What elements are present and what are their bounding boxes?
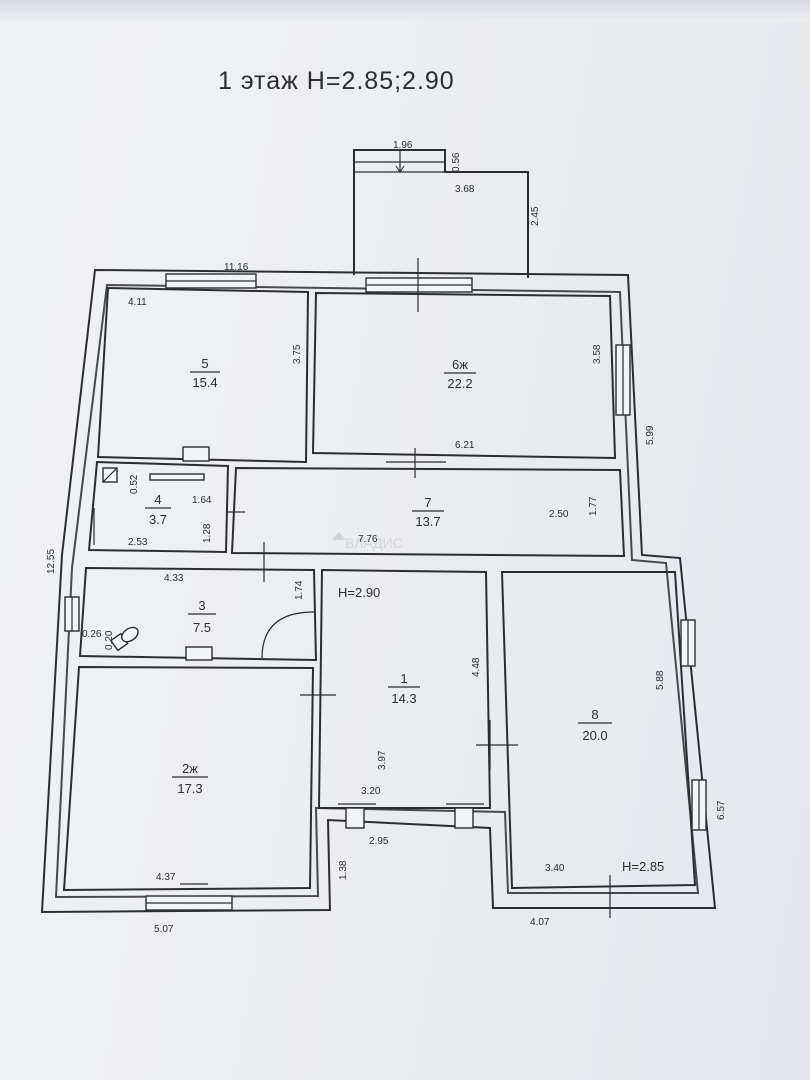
- plan-title: 1 этаж H=2.85;2.90: [218, 67, 455, 95]
- sheet-top-edge: [0, 0, 810, 22]
- svg-text:1: 1: [400, 671, 407, 686]
- room-6-label: 6ж 22.2: [444, 357, 476, 391]
- height-room-1: H=2.90: [338, 585, 380, 600]
- dim-porch-step: 0.56: [451, 152, 462, 172]
- svg-text:7: 7: [424, 495, 431, 510]
- room-labels: 5 15.4 6ж 22.2 4 3.7 7 13.7 3 7.5 1 14.3: [145, 356, 612, 796]
- porch: [353, 149, 529, 278]
- svg-text:15.4: 15.4: [192, 375, 217, 390]
- watermark-text: ВЛАДИС: [345, 535, 403, 551]
- svg-text:3: 3: [198, 598, 205, 613]
- room-7-walls: [230, 466, 626, 558]
- dim-entry-width: 2.95: [369, 836, 389, 847]
- dim-r7-height: 1.77: [588, 496, 599, 516]
- counter-icon: [149, 473, 205, 481]
- radiator-room-3-icon: [185, 646, 213, 661]
- room-3-label: 3 7.5: [188, 598, 216, 635]
- dim-r2-height: 3.97: [377, 750, 388, 770]
- height-room-8: H=2.85: [622, 859, 664, 874]
- room-5-walls: [96, 286, 310, 464]
- svg-text:2ж: 2ж: [182, 761, 198, 776]
- room-8-label: 8 20.0: [578, 707, 612, 743]
- svg-text:7.5: 7.5: [193, 620, 211, 635]
- dim-r4-a: 0.52: [129, 474, 140, 494]
- svg-text:20.0: 20.0: [582, 728, 607, 743]
- dim-r5-width: 4.11: [128, 297, 147, 308]
- room-1-label: 1 14.3: [388, 671, 420, 706]
- dim-r6-width: 6.21: [455, 440, 475, 451]
- watermark-logo-icon: [332, 532, 346, 540]
- dim-bottom-right: 4.07: [530, 917, 550, 928]
- dim-r1-height: 4.48: [471, 657, 482, 677]
- dim-r5-height: 3.75: [292, 344, 303, 364]
- door-swing-room-3: [261, 611, 315, 659]
- entry-step-left: [345, 807, 365, 829]
- windows: [64, 273, 707, 911]
- dim-r8-height: 5.88: [655, 670, 666, 690]
- room-5-label: 5 15.4: [190, 356, 220, 390]
- dim-porch-width: 1.96: [393, 140, 413, 151]
- dim-r7-side: 2.50: [549, 509, 569, 520]
- dim-right-lower: 6.57: [716, 800, 727, 820]
- door-marks: [180, 258, 611, 918]
- radiator-room-5-icon: [182, 446, 210, 462]
- dim-r4-b: 1.64: [192, 495, 212, 506]
- room-2-label: 2ж 17.3: [172, 761, 208, 796]
- dim-porch-depth: 2.45: [530, 206, 541, 226]
- dim-r2-width: 4.37: [156, 872, 176, 883]
- porch-arrow-icon: [395, 165, 405, 173]
- room-4-label: 4 3.7: [145, 492, 171, 527]
- dim-r7-width: 7.76: [358, 534, 378, 545]
- dim-r4-height: 1.28: [202, 523, 213, 543]
- svg-text:6ж: 6ж: [452, 357, 468, 372]
- dim-r3-a: 0.26: [82, 629, 102, 640]
- entry-step-right: [454, 807, 474, 829]
- room-2-walls: [62, 665, 315, 892]
- svg-text:8: 8: [591, 707, 598, 722]
- svg-text:13.7: 13.7: [415, 514, 440, 529]
- room-6-walls: [311, 291, 617, 460]
- room-4-walls: [87, 460, 230, 554]
- dim-entry-depth: 1.38: [338, 860, 349, 880]
- fixtures: [93, 446, 213, 661]
- room-7-label: 7 13.7: [412, 495, 444, 529]
- room-8-walls: [500, 571, 697, 890]
- toilet-icon: [109, 626, 139, 652]
- svg-text:5: 5: [201, 356, 208, 371]
- room-3-walls: [78, 566, 318, 662]
- dim-r3-height: 1.74: [294, 580, 305, 600]
- svg-text:14.3: 14.3: [391, 691, 416, 706]
- dim-bottom-left: 5.07: [154, 924, 174, 935]
- dim-left-total: 12.55: [46, 549, 57, 574]
- dimension-labels: 1.96 3.68 11.16 4.11 6.21 1.64 2.53 7.76…: [46, 140, 727, 935]
- dim-r3-b: 0.20: [104, 630, 115, 650]
- svg-text:4: 4: [154, 492, 161, 507]
- dim-r8-width: 3.40: [545, 863, 565, 874]
- dim-r1-width: 3.20: [361, 786, 381, 797]
- dim-right-upper: 5.99: [645, 425, 656, 445]
- dim-r6-height: 3.58: [592, 344, 603, 364]
- svg-text:3.7: 3.7: [149, 512, 167, 527]
- dim-porch-depth-width: 3.68: [455, 184, 475, 195]
- svg-text:22.2: 22.2: [447, 376, 472, 391]
- dim-r4-width: 2.53: [128, 537, 148, 548]
- dim-top-total: 11.16: [224, 262, 249, 273]
- outer-walls: [40, 268, 717, 914]
- dim-r3-width: 4.33: [164, 573, 184, 584]
- svg-text:17.3: 17.3: [177, 781, 202, 796]
- room-1-walls: [317, 568, 492, 809]
